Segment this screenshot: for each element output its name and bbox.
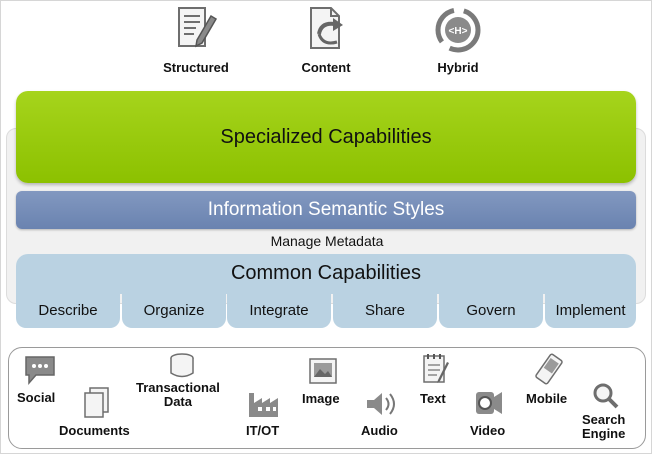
video-camera-icon <box>476 392 502 414</box>
search-line1: Search <box>582 412 626 427</box>
capability-describe: Describe <box>16 292 120 328</box>
speaker-icon <box>367 393 395 415</box>
documents-label: Documents <box>59 423 130 438</box>
search-icon <box>593 383 619 409</box>
structured-item: Structured <box>158 4 234 75</box>
manage-metadata-label: Manage Metadata <box>270 233 384 249</box>
mobile-icon <box>535 353 563 385</box>
common-capabilities-label: Common Capabilities <box>230 262 422 284</box>
notepad-icon <box>423 354 449 383</box>
capability-implement: Implement <box>545 292 636 328</box>
image-icon <box>309 358 337 384</box>
capability-label: Organize <box>143 301 205 319</box>
search-line2: Engine <box>582 426 626 441</box>
specialized-capabilities-label: Specialized Capabilities <box>220 125 432 148</box>
capability-label: Describe <box>38 301 98 319</box>
information-semantic-styles-layer: Information Semantic Styles <box>16 191 636 229</box>
text-label: Text <box>420 391 446 406</box>
capability-organize: Organize <box>122 292 226 328</box>
common-capabilities-layer: Common Capabilities <box>16 254 636 294</box>
itot-label: IT/OT <box>246 423 280 438</box>
capability-label: Share <box>364 301 406 319</box>
social-icon <box>25 356 55 385</box>
factory-icon <box>249 393 278 417</box>
structured-icon <box>178 7 218 48</box>
capability-label: Integrate <box>249 301 309 319</box>
capability-label: Govern <box>466 301 516 319</box>
hybrid-icon: <H> <box>435 7 481 53</box>
content-label: Content <box>301 60 351 75</box>
capability-integrate: Integrate <box>227 292 331 328</box>
specialized-capabilities-layer: Specialized Capabilities <box>16 91 636 183</box>
hybrid-item: <H> Hybrid <box>420 4 496 75</box>
transactional-line2: Data <box>163 394 192 409</box>
content-item: Content <box>286 4 366 75</box>
social-label: Social <box>17 390 56 405</box>
transactional-data-label: Transactional Data <box>136 381 220 409</box>
capability-label: Implement <box>555 301 626 319</box>
capability-share: Share <box>333 292 437 328</box>
mobile-label: Mobile <box>526 391 568 406</box>
audio-label: Audio <box>361 423 398 438</box>
structured-label: Structured <box>163 60 229 75</box>
image-label: Image <box>302 391 340 406</box>
database-icon <box>170 353 194 378</box>
hybrid-badge-text: <H> <box>449 26 468 37</box>
transactional-line1: Transactional <box>136 380 220 395</box>
capability-govern: Govern <box>439 292 543 328</box>
semantic-styles-label: Information Semantic Styles <box>207 199 445 220</box>
content-icon <box>310 7 343 49</box>
hybrid-label: Hybrid <box>437 60 479 75</box>
search-engine-label: Search Engine <box>582 413 625 441</box>
video-label: Video <box>470 423 506 438</box>
documents-icon <box>84 387 109 418</box>
